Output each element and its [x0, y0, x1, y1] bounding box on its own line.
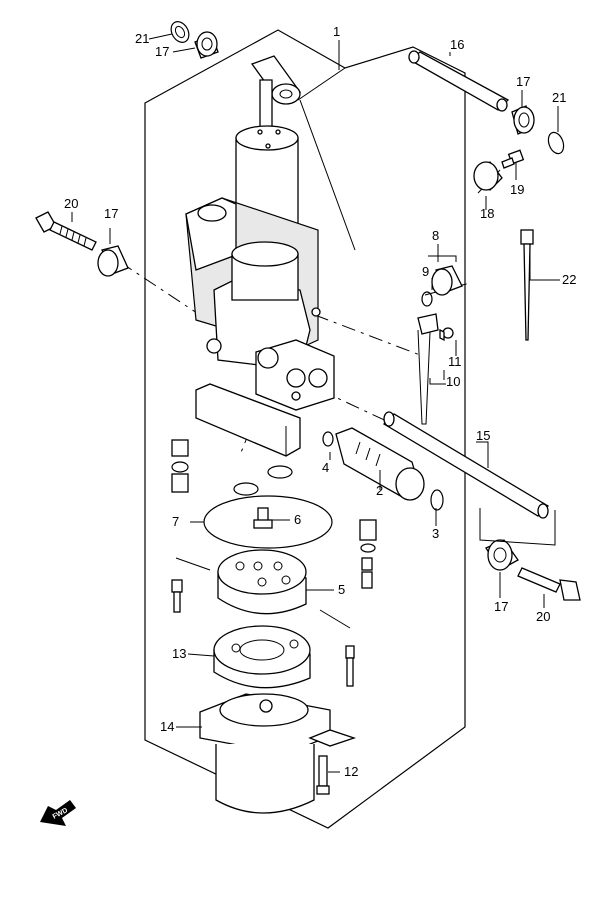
bushing-top-left: [194, 31, 219, 59]
valve-2: [335, 427, 425, 501]
cap-nut: [473, 161, 503, 192]
callout-3: 3: [432, 526, 439, 541]
filter-6: [253, 507, 273, 529]
callout-21-top-right: 21: [552, 90, 566, 105]
callout-1: 1: [333, 24, 340, 39]
callout-15: 15: [476, 428, 490, 443]
callout-17-left: 17: [104, 206, 118, 221]
gear-housing-13: [213, 625, 311, 689]
snap-ring-3: [430, 489, 444, 511]
callout-10: 10: [446, 374, 460, 389]
bushing-lower-right: [485, 539, 519, 571]
motor-screw-12: [316, 755, 330, 795]
callout-11: 11: [448, 354, 462, 369]
snap-ring-top-right: [547, 131, 565, 155]
snap-ring-top-left: [170, 21, 190, 43]
motor-14: [199, 693, 357, 814]
lower-shaft: [382, 411, 550, 519]
cable-tie-22: [520, 229, 534, 341]
bolt-leader-right: [319, 609, 351, 629]
callout-labels: 1 2 3 4 5 6 7 8 9 10 11 12 13 14 15 16 1…: [64, 24, 576, 779]
bushing-bracket: [479, 508, 556, 546]
leader-lines: [71, 33, 560, 773]
callout-2: 2: [376, 483, 383, 498]
upper-shaft: [408, 50, 510, 112]
small-o-rings: [233, 465, 293, 496]
callout-8: 8: [432, 228, 439, 243]
trim-cylinder-assembly: [185, 55, 335, 457]
bushing-left: [97, 245, 129, 277]
callout-17-top-right: 17: [516, 74, 530, 89]
callout-13: 13: [172, 646, 186, 661]
callout-18: 18: [480, 206, 494, 221]
callout-12: 12: [344, 764, 358, 779]
screw-11: [439, 327, 454, 342]
bushing-top-right: [511, 105, 535, 135]
cable-tie-10: [417, 313, 439, 425]
callout-4: 4: [322, 460, 329, 475]
callout-19: 19: [510, 182, 524, 197]
assembly-boundary: [144, 29, 466, 829]
callout-21-top-left: 21: [135, 31, 149, 46]
callout-5: 5: [338, 582, 345, 597]
callout-6: 6: [294, 512, 301, 527]
small-valve-parts-left: [171, 439, 189, 493]
assembly-boundary-notch: [297, 67, 356, 251]
plug-8: [431, 265, 463, 296]
bolt-lower-right: [517, 567, 581, 601]
bolt-left: [35, 211, 97, 251]
o-ring-9: [421, 291, 433, 307]
bolt-leader-left: [175, 557, 211, 571]
callout-22: 22: [562, 272, 576, 287]
callout-14: 14: [160, 719, 174, 734]
small-valve-parts-right: [359, 519, 377, 589]
callout-20-lower-right: 20: [536, 609, 550, 624]
forward-direction-icon: FWD: [40, 800, 76, 826]
bolt-left-pump: [171, 579, 183, 613]
callout-17-lower-right: 17: [494, 599, 508, 614]
callout-17-top-left: 17: [155, 44, 169, 59]
small-bolt-19: [501, 149, 525, 169]
callout-20-left: 20: [64, 196, 78, 211]
o-ring-4: [322, 431, 334, 447]
callout-9: 9: [422, 264, 429, 279]
callout-7: 7: [172, 514, 179, 529]
callout-16: 16: [450, 37, 464, 52]
pump-5: [217, 549, 307, 615]
bolt-right-housing: [345, 645, 355, 687]
